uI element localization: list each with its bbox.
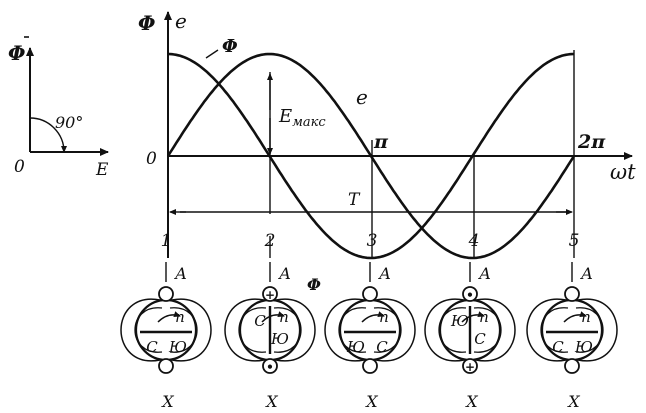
terminal-x-label: X: [364, 392, 378, 411]
rotation-n-label: n: [479, 308, 489, 326]
field-line-left-outer: [324, 298, 365, 362]
conductor-a: [462, 286, 478, 302]
x-label: ωt: [610, 160, 636, 184]
terminal-a-label: A: [173, 264, 187, 283]
phasor-e-label: E: [95, 160, 109, 180]
pole-bottom-label: С: [474, 330, 486, 348]
stator-circle: [134, 298, 198, 362]
rotation-n-label: n: [379, 308, 389, 326]
terminal-a-label: A: [477, 264, 491, 283]
field-line-right-outer: [375, 298, 416, 362]
waveform-graph: Φ e 0 π 2π ωt Φ e Eмакс T: [138, 9, 636, 260]
y-label-e: e: [175, 9, 187, 33]
conductor-x: [362, 358, 378, 374]
pole-top-label: Ю: [450, 312, 469, 330]
conductor-a-mark: •: [466, 288, 474, 302]
phi-curve: [167, 52, 575, 260]
conductor-a: [564, 286, 580, 302]
point-label-4: 4: [468, 231, 480, 251]
pi-label: π: [373, 131, 389, 153]
angle-arc: [29, 117, 67, 153]
e-curve-label: e: [356, 85, 368, 109]
terminal-x-label: X: [264, 392, 278, 411]
pole-right-label: Ю: [168, 338, 187, 356]
pole-right-label: С: [376, 338, 388, 356]
phasor-angle-label: 90°: [55, 113, 83, 132]
conductor-x: [462, 358, 478, 374]
conductor-a-mark: +: [265, 288, 275, 302]
two-pi-label: 2π: [577, 131, 606, 153]
phasor-origin-label: 0: [14, 157, 25, 177]
terminal-a-label: A: [579, 264, 593, 283]
field-line-right-outer: [275, 298, 316, 362]
conductor-x: [262, 358, 278, 374]
rotation-n-label: n: [175, 308, 185, 326]
field-line-left-outer: [120, 298, 161, 362]
phi-curve-leader: [205, 49, 219, 59]
conductor-a: [262, 286, 278, 302]
rotation-arrow: [563, 311, 587, 323]
field-line-left-outer: [526, 298, 567, 362]
rotation-n-label: n: [581, 308, 591, 326]
phi-curve-label: Φ: [222, 36, 238, 57]
pole-left-label: С: [146, 338, 158, 356]
y-label-phi: Φ: [138, 11, 156, 35]
rotation-n-label: n: [279, 308, 289, 326]
pole-bottom-label: Ю: [270, 330, 289, 348]
conductor-x-mark: •: [266, 360, 274, 374]
point-labels: 1 2 3 4 5: [161, 231, 580, 251]
conductor-x: [564, 358, 580, 374]
terminal-a-label: A: [377, 264, 391, 283]
field-line-right-outer: [577, 298, 618, 362]
conductor-x: [158, 358, 174, 374]
pole-top-label: С: [254, 312, 266, 330]
flux-label: Φ: [307, 275, 321, 294]
terminal-a-label: A: [277, 264, 291, 283]
pole-left-label: Ю: [346, 338, 365, 356]
terminal-x-label: X: [160, 392, 174, 411]
field-line-right-outer: [475, 298, 516, 362]
terminal-x-label: X: [566, 392, 580, 411]
point-label-3: 3: [367, 231, 378, 251]
point-label-2: 2: [264, 231, 276, 251]
rotation-arrow: [361, 311, 385, 323]
rotation-arrow: [261, 311, 285, 323]
conductor-a: [158, 286, 174, 302]
pole-left-label: С: [552, 338, 564, 356]
pole-right-label: Ю: [574, 338, 593, 356]
period-label: T: [348, 190, 361, 210]
phasor-phi-label: Φ: [8, 41, 26, 65]
rotation-arrow: [461, 311, 485, 323]
point-label-1: 1: [161, 231, 172, 251]
stator-circle: [540, 298, 604, 362]
graph-origin-label: 0: [146, 149, 157, 169]
field-line-left-outer: [424, 298, 465, 362]
emax-label: Eмакс: [278, 106, 326, 130]
field-line-left-outer: [224, 298, 265, 362]
e-curve: [166, 52, 576, 260]
terminal-x-label: X: [464, 392, 478, 411]
point-label-5: 5: [569, 231, 580, 251]
field-line-right-outer: [171, 298, 212, 362]
conductor-x-mark: +: [465, 360, 475, 374]
phasor-diagram: Φ 90° 0 E: [8, 36, 109, 180]
rotation-arrow: [157, 311, 181, 323]
conductor-a: [362, 286, 378, 302]
